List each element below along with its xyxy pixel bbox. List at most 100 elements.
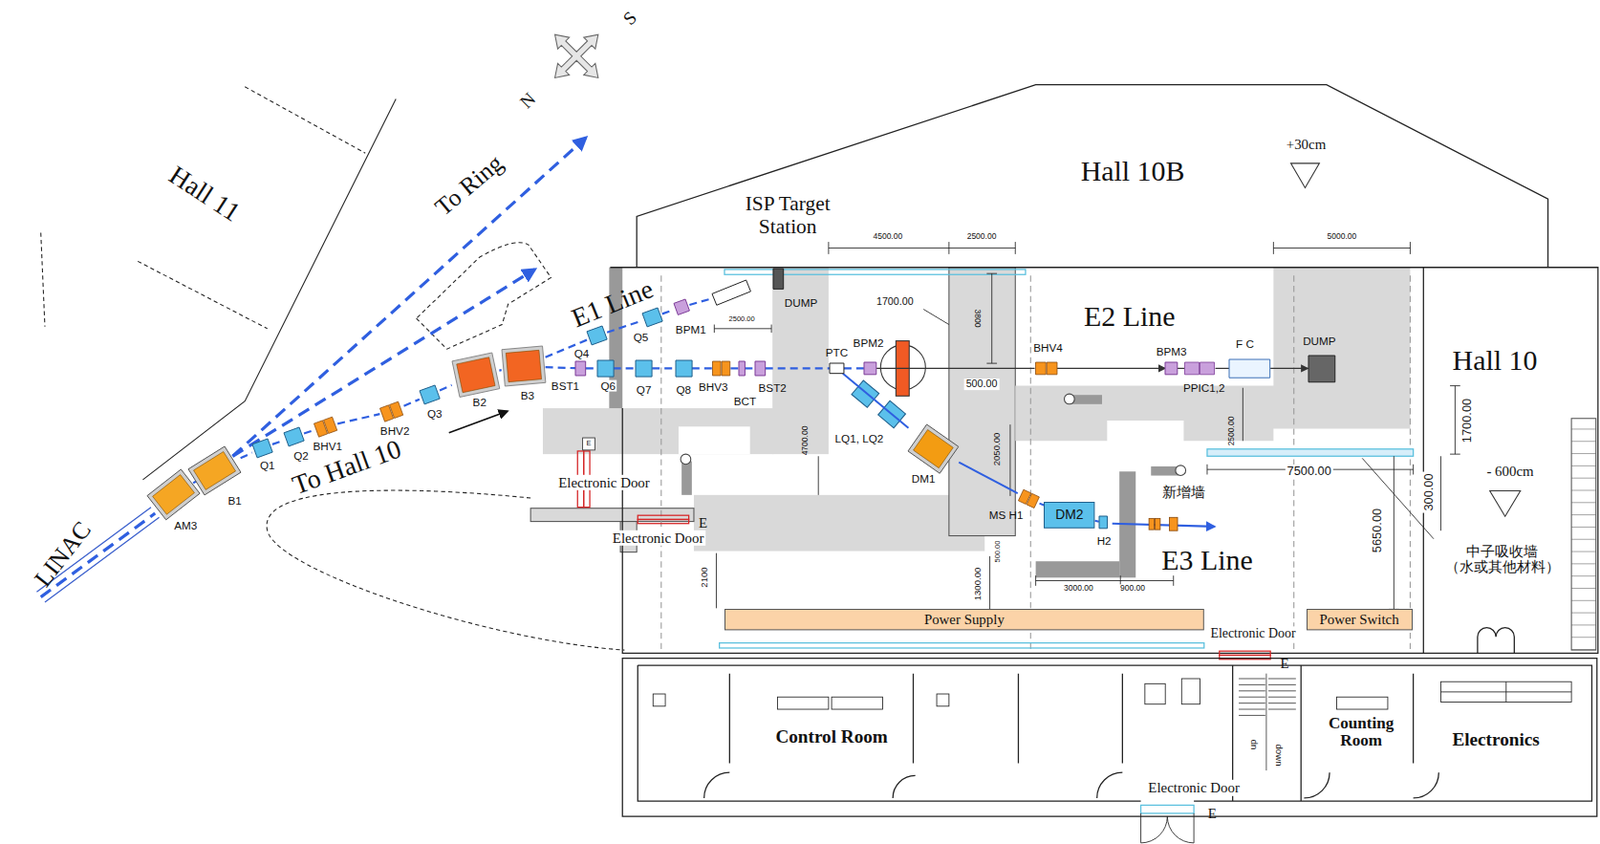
beam-line [545,367,577,368]
beam-dump-shape [773,268,784,289]
part-label: Q1 [259,458,276,472]
beam-line [1095,519,1100,523]
beam-line [1057,367,1166,369]
beam-line [439,385,453,391]
shield-walls [542,408,774,455]
area-label: Hall 11 [161,159,246,229]
beam-line [662,309,674,314]
part-label: Q3 [427,408,443,421]
site-lines [244,86,366,153]
beam-line [691,367,713,369]
building [1423,267,1425,654]
power-switch-box-shape [1306,608,1412,629]
beam-monitor-shape [575,361,586,376]
office-block [1337,696,1388,710]
dimension-lines [1273,241,1410,255]
office-block [652,693,666,707]
shield-walls [1015,267,1410,441]
building [609,267,1598,654]
beam-line [843,367,865,369]
steering-magnet [1148,518,1154,530]
office-block [622,658,1598,817]
office-block [622,658,1598,844]
beam-monitor-shape [755,361,766,376]
part-label: BHV4 [1033,342,1063,355]
hall-grid [1571,418,1597,650]
shield-walls [949,267,1016,537]
steering-magnet: BHV3 [712,361,731,376]
ion-chamber: PPIC1,2 [1184,362,1215,375]
dimension: 300.00 [1422,471,1436,513]
grid-lines [661,275,1411,650]
beamline-label: E3 Line [1159,544,1255,577]
dimension: 7500.00 [1285,464,1334,478]
door-mark-box [583,437,596,451]
neutron-wall [1207,449,1414,456]
building [609,85,1598,654]
part-label: B2 [473,395,487,409]
beamline-label: E2 Line [1081,301,1177,333]
electronic-door [577,451,1271,660]
beam-line [498,368,501,372]
quadrupole-magnet-shape [586,325,607,346]
part-label: Q4 [574,347,590,361]
beam-line [651,367,676,369]
quadrupole-magnet-shape [675,360,692,377]
office-block [1181,678,1200,705]
beam-line [958,462,1017,494]
site-lines [41,232,45,326]
door-label: Electronic Door [1208,626,1298,641]
dimension: 1700.00 [1460,396,1474,445]
beam-line [765,367,830,369]
quadrupole-magnet-shape [635,360,652,377]
door-mark: E [1206,805,1219,822]
compass-letter: N [514,86,541,114]
dimension: 900.00 [1118,583,1147,593]
dimension: 2500.00 [727,315,757,324]
part-label: Q5 [633,331,649,345]
part-label: Q6 [599,379,617,392]
dimension-lines [713,324,772,334]
power-supply-band: Power Supply [724,608,1205,630]
steering-magnet [1148,517,1178,531]
site-lines [41,86,626,650]
door-label: Electronic Door [556,475,652,491]
door-label: Electronic Door [1145,779,1242,796]
shield-walls [530,267,1410,553]
part-label: F C [1235,337,1255,350]
part-label: B1 [227,495,241,508]
beam-line [876,367,1036,369]
area-label: Hall 10 [1450,344,1540,376]
steering-magnet: MS H1 [1017,489,1040,509]
beam-dump: DUMP [773,268,784,289]
door-label: Electronic Door [610,529,707,545]
box-label: DM2 [1055,507,1083,522]
site-lines [137,260,268,328]
wall-opening [678,426,751,455]
steering-magnet: BHV1 [313,416,338,437]
steering-magnet-shape [323,416,337,433]
beam-dump-shape [773,268,784,289]
room-label: Electronics [1449,729,1541,750]
part-label: AM3 [173,518,197,532]
quadrupole-magnet-shape [642,307,663,327]
office-block [637,665,1592,801]
part-label: DUMP [1302,334,1336,347]
steering-magnet-shape [389,401,404,418]
dimension: 3000.00 [1061,583,1096,593]
beam-line [240,453,253,459]
part-label: PTC [825,346,848,360]
office-block [1145,683,1166,704]
dimension: 500.00 [964,379,1000,391]
beam-line [843,373,909,429]
part-label: BPM1 [675,323,707,336]
part-label: BHV3 [698,380,729,393]
beam-direction [232,269,535,456]
quadrupole-magnet-shape [283,427,304,447]
beam-line [1177,367,1186,369]
dimension-lines [713,241,1460,609]
dimension: 4700.00 [801,424,811,458]
